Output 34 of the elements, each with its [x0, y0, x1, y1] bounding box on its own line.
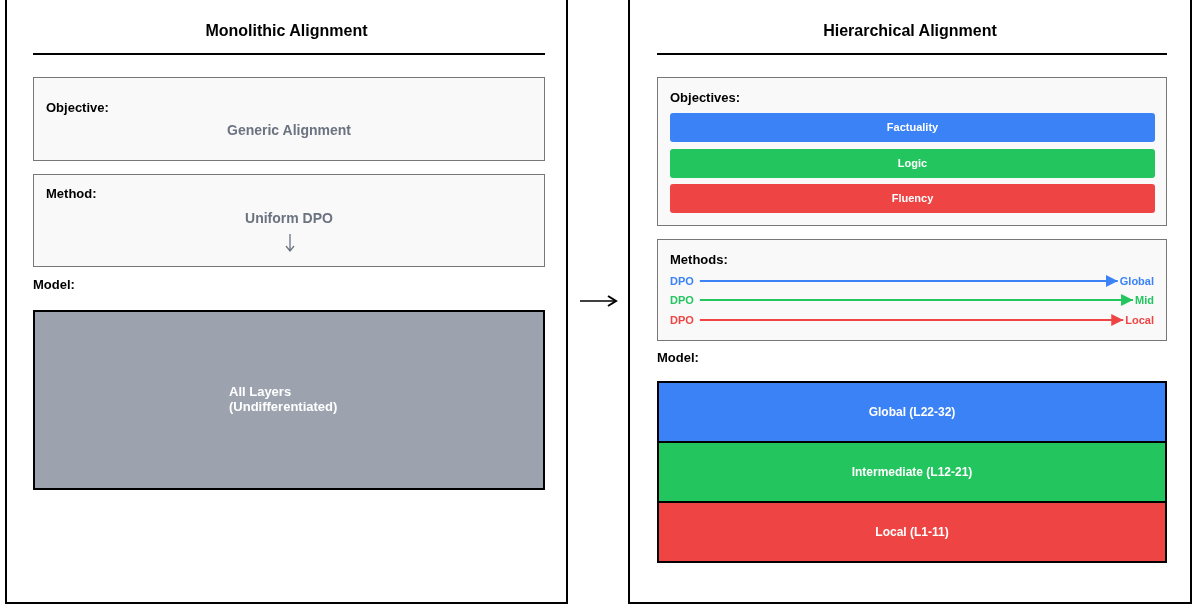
panel-title: Monolithic Alignment [204, 22, 369, 40]
section-card [657, 77, 1167, 226]
objective-bar: Fluency [670, 184, 1155, 213]
method-label: DPO [670, 294, 694, 306]
layer-block: Local (L1-11) [657, 501, 1167, 563]
arrow [579, 295, 617, 307]
section-heading: Model: [33, 277, 75, 292]
objective-bar: Logic [670, 149, 1155, 178]
objective-bar: Factuality [670, 113, 1155, 142]
card-value: Uniform DPO [244, 210, 334, 226]
section-heading: Objective: [46, 100, 109, 115]
panel [628, 0, 1192, 604]
method-label: Local [1125, 314, 1154, 326]
layer-block [33, 310, 545, 490]
method-label: Mid [1135, 294, 1154, 306]
panel [5, 0, 568, 604]
panel-title: Hierarchical Alignment [822, 22, 998, 40]
arrow [698, 294, 1135, 306]
section-heading: Methods: [670, 252, 728, 267]
method-label: DPO [670, 314, 694, 326]
arrow [698, 275, 1119, 287]
section-card [657, 239, 1167, 341]
layer-block: Intermediate (L12-21) [657, 441, 1167, 503]
info-card [33, 174, 545, 267]
info-card [33, 77, 545, 161]
section-heading: Objectives: [670, 90, 741, 105]
method-label: DPO [670, 275, 694, 287]
layer-text: All Layers (Undifferentiated) [229, 384, 339, 414]
section-heading: Model: [657, 350, 699, 365]
section-heading: Method: [46, 186, 97, 201]
layer-block: Global (L22-32) [657, 381, 1167, 443]
method-label: Global [1119, 275, 1154, 287]
arrow [698, 314, 1125, 326]
card-value: Generic Alignment [226, 122, 352, 138]
